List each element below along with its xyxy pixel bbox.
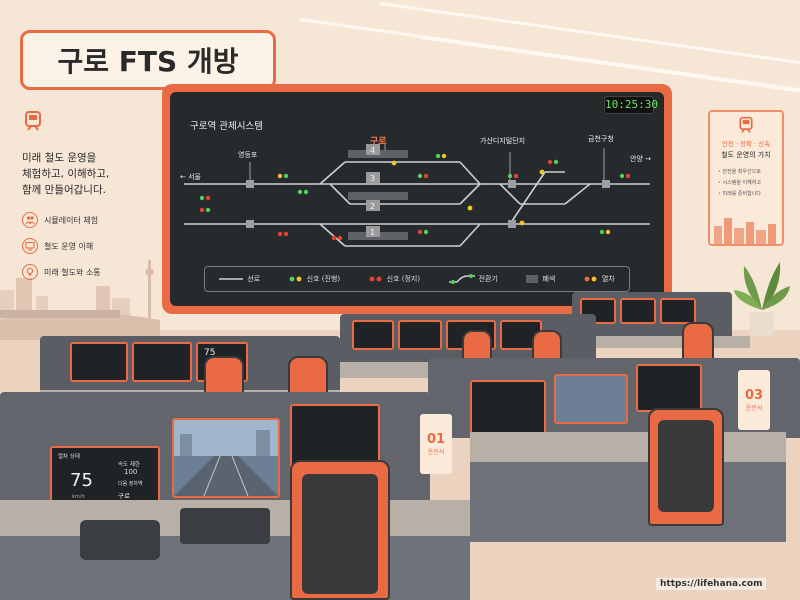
track-line-icon (219, 278, 244, 280)
ceiling-light (379, 2, 800, 67)
chair[interactable] (682, 322, 714, 362)
speed-unit: km/h (72, 494, 85, 500)
desk-telephone[interactable] (80, 520, 160, 560)
train-status-header: 열차 상태 (58, 454, 80, 460)
tagline-line: 함께 만들어갑니다. (22, 184, 106, 196)
monitor (132, 342, 192, 382)
potted-plant-illustration (734, 262, 790, 336)
track-number-3: 3 (370, 174, 375, 183)
values-poster: 안전 · 정확 · 신속 철도 운영의 가치 안전을 최우선으로 시스템을 이해… (708, 110, 784, 246)
poster-skyline (714, 218, 776, 244)
monitor (660, 298, 696, 324)
poster-list: 안전을 최우선으로 시스템을 이해하고 미래를 준비합니다 (718, 168, 782, 197)
board-legend: 선로 신호 (진행) 신호 (정지) 전환기 폐색 열차 (204, 266, 630, 292)
feature-item: 미래 철도와 소통 (22, 264, 152, 280)
feature-item: 시뮬레이터 체험 (22, 212, 152, 228)
train-icon (739, 116, 753, 133)
station-label-yeongdeungpo: 영등포 (238, 151, 258, 159)
poster-item: 미래를 준비합니다 (718, 190, 782, 197)
monitor (470, 380, 546, 436)
watermark-url: https://lifehana.com (656, 578, 767, 590)
feature-label: 미래 철도와 소통 (44, 267, 101, 277)
tagline-line: 체험하고, 이해하고, (22, 168, 110, 180)
legend-item-switch: 전환기 (448, 274, 498, 284)
station-label-guro: 구로 (370, 137, 387, 147)
legend-item-signal-stop: 신호 (정지) (369, 274, 420, 284)
feature-label: 시뮬레이터 체험 (44, 215, 99, 225)
control-lever-panel[interactable] (180, 508, 270, 544)
next-station-label: 다음 정차역 (118, 481, 143, 487)
track-number-2: 2 (370, 202, 375, 211)
city-skyline-illustration (0, 260, 160, 340)
poster-item: 시스템을 이해하고 (718, 179, 782, 186)
chair[interactable] (290, 460, 390, 600)
train-status-panel: 열차 상태 75 km/h 속도 제한100 다음 정차역 구로 (50, 446, 160, 506)
next-station-value: 구로 (118, 492, 130, 500)
poster-subheading: 철도 운영의 가치 (721, 151, 771, 159)
feature-item: 철도 운영 이해 (22, 238, 152, 254)
digital-clock: 10:25:30 (604, 96, 658, 114)
chair[interactable] (648, 408, 724, 526)
people-icon (22, 212, 38, 228)
speed-limit: 속도 제한100 (118, 462, 140, 476)
legend-item-block: 폐색 (526, 274, 555, 284)
station-label-geumcheon: 금천구청 (588, 135, 614, 143)
station-label-anyang: 안양 → (630, 155, 651, 163)
seat-label-01: 01 운전석 (420, 414, 452, 474)
track-view-illustration (174, 420, 278, 496)
tagline: 미래 철도 운영을 체험하고, 이해하고, 함께 만들어갑니다. (22, 150, 152, 198)
poster-heading: 안전 · 정확 · 신속 (721, 140, 771, 148)
poster-item: 안전을 최우선으로 (718, 168, 782, 175)
legend-item-train: 열차 (584, 274, 615, 284)
monitor (398, 320, 442, 350)
monitor (636, 364, 702, 412)
station-label-gasan: 가산디지털단지 (480, 137, 526, 145)
train-icon (25, 111, 41, 131)
seat-label-03: 03 운전석 (738, 370, 770, 430)
monitor-readout: 75 (204, 348, 216, 358)
camera-monitor (172, 418, 280, 498)
signal-go-icon (289, 276, 302, 282)
signal-stop-icon (369, 276, 382, 282)
legend-item-signal-go: 신호 (진행) (289, 274, 340, 284)
track-number-4: 4 (370, 146, 375, 155)
left-info-panel: 미래 철도 운영을 체험하고, 이해하고, 함께 만들어갑니다. 시뮬레이터 체… (22, 110, 152, 280)
monitor (70, 342, 128, 382)
block-icon (526, 275, 539, 283)
lightbulb-icon (22, 264, 38, 280)
station-label-seoul: ← 서울 (180, 173, 201, 181)
train-dot-icon (584, 276, 597, 282)
camera-monitor (554, 374, 628, 424)
title-banner: 구로 FTS 개방 (20, 30, 276, 90)
control-board: 10:25:30 구로역 관제시스템 (170, 92, 664, 306)
monitor-icon (22, 238, 38, 254)
monitor (352, 320, 394, 350)
board-title: 구로역 관제시스템 (190, 121, 263, 132)
track-diagram: 4 3 2 1 (184, 144, 650, 247)
switch-icon (448, 274, 475, 284)
legend-item-track: 선로 (219, 274, 260, 284)
monitor (620, 298, 656, 324)
page-title: 구로 FTS 개방 (57, 45, 239, 78)
track-number-1: 1 (370, 228, 375, 237)
speed-readout: 75 (70, 470, 93, 491)
tagline-line: 미래 철도 운영을 (22, 152, 97, 164)
feature-label: 철도 운영 이해 (44, 241, 94, 251)
